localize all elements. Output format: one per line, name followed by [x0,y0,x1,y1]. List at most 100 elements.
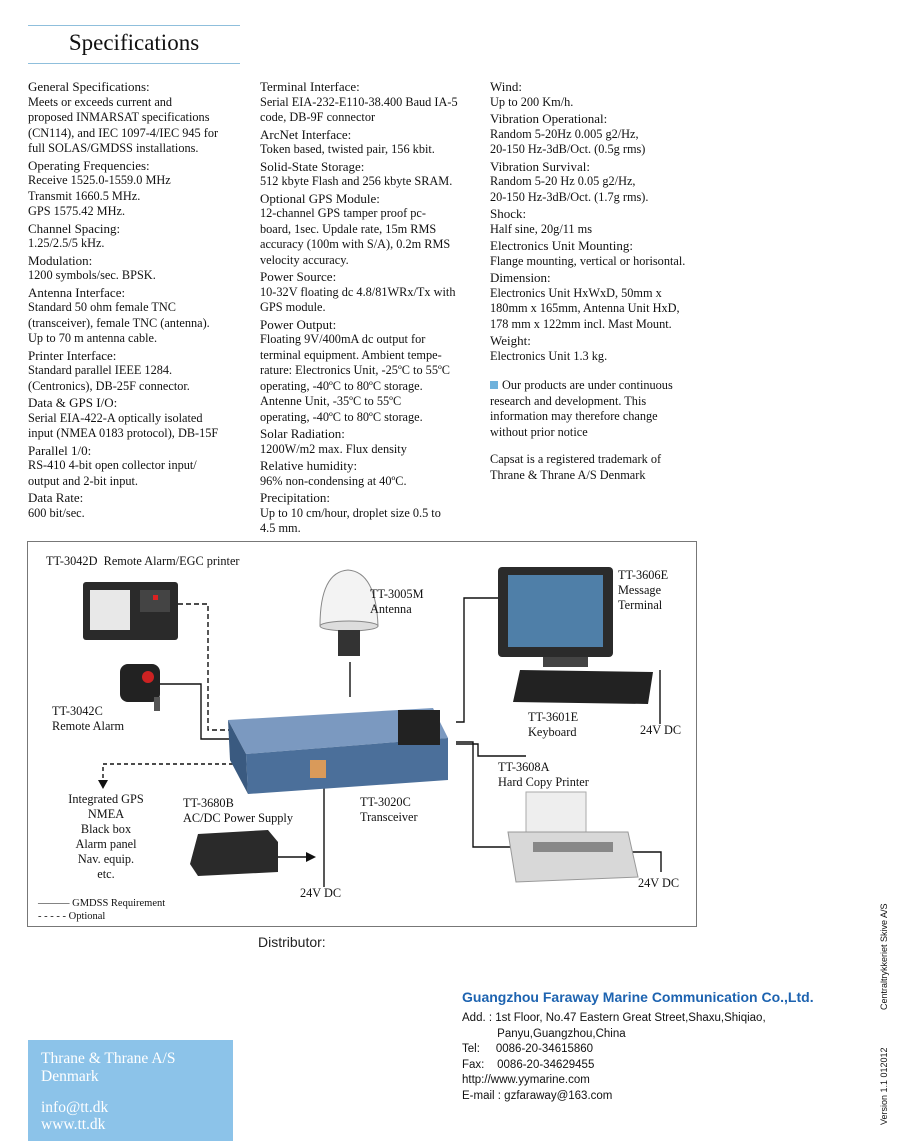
brand-name: Thrane & Thrane A/S [41,1050,176,1067]
spec-text: Serial EIA-232-E110-38.400 Baud IA-5 cod… [260,94,458,125]
system-diagram: TT-3042D Remote Alarm/EGC printer TT-300… [27,541,697,927]
spec-heading: Data Rate: [28,490,84,505]
label-printer: TT-3042D Remote Alarm/EGC printer [46,554,240,568]
legend-requirement: ——— GMDSS Requirement [38,898,166,909]
spec-heading: Solid-State Storage: [260,158,365,174]
spec-text: 1.25/2.5/5 kHz. [28,236,105,250]
power-supply-image [190,830,278,876]
spec-text: 10-32V floating dc 4.8/81WRx/Tx with GPS… [260,284,456,315]
spec-column-2: Terminal Interface:Serial EIA-232-E110-3… [260,78,485,537]
spec-heading: Printer Interface: [28,347,117,363]
spec-text: Electronics Unit 1.3 kg. [490,348,608,363]
address-line-2: Panyu,Guangzhou,China [462,1027,626,1040]
spec-text: RS-410 4-bit open collector input/ outpu… [28,458,197,488]
spec-heading: Shock: [490,206,527,221]
spec-heading: Dimension: [490,270,551,285]
label-dc-printer: 24V DC [638,876,680,890]
spec-text: Up to 10 cm/hour, droplet size 0.5 to 4.… [260,505,441,536]
label-remote-alarm: TT-3042C Remote Alarm [52,704,125,733]
hardcopy-power-cable [628,851,662,872]
spec-list: Wind:Up to 200 Km/h. Vibration Operationa… [490,79,715,364]
notice: Our products are under continuous resear… [490,378,715,440]
label-gps: Integrated GPS NMEA Black box Alarm pane… [68,792,144,881]
spec-heading: Data & GPS I/O: [28,395,118,410]
spec-heading: Precipitation: [260,490,331,505]
keyboard-image [513,670,653,704]
transceiver-image [228,708,448,794]
spec-text: 600 bit/sec. [28,505,85,520]
spec-heading: Parallel 1/0: [28,442,92,458]
spec-heading: Vibration Operational: [490,111,608,126]
spec-text: 1200W/m2 max. Flux density [260,441,407,456]
spec-text: Serial EIA-422-A optically isolated inpu… [28,410,219,441]
message-terminal-image [498,567,613,667]
spec-column-3: Wind:Up to 200 Km/h. Vibration Operationa… [490,78,715,483]
label-keyboard: TT-3601E Keyboard [528,710,579,739]
spec-column-1: General Specifications:Meets or exceeds … [28,78,253,521]
spec-heading: Vibration Survival: [490,158,590,174]
spec-text: Meets or exceeds current and proposed IN… [28,94,219,156]
tel-line: Tel: 0086-20-34615860 [462,1043,594,1056]
label-hard-copy-printer: TT-3608A Hard Copy Printer [498,760,589,789]
alarm-cable [158,683,233,740]
remote-alarm-image [120,664,160,711]
company-name: Guangzhou Faraway Marine Communication C… [462,989,814,1005]
spec-text: Flange mounting, vertical or horisontal. [490,253,686,268]
email-line[interactable]: E-mail : gzfaraway@163.com [462,1089,613,1102]
spec-text: Half sine, 20g/11 ms [490,221,593,236]
spec-heading: Modulation: [28,252,93,268]
spec-heading: Channel Spacing: [28,220,121,236]
hardcopy-cable [456,741,518,848]
spec-heading: Operating Frequencies: [28,157,150,173]
spec-heading: General Specifications: [28,79,150,94]
spec-text: Up to 200 Km/h. [490,94,574,109]
remote-alarm-printer-image [83,582,178,640]
fax-line: Fax: 0086-20-34629455 [462,1058,595,1071]
spec-text: 96% non-condensing at 40ºC. [260,473,407,488]
distributor-label: Distributor: [258,934,326,950]
spec-heading: Wind: [490,79,522,94]
spec-text: 1200 symbols/sec. BPSK. [28,268,156,282]
company-address: Add. : 1st Floor, No.47 Eastern Great St… [462,1011,766,1105]
spec-heading: Optional GPS Module: [260,190,380,206]
label-terminal: TT-3606E Message Terminal [618,568,669,612]
trademark-note: Capsat is a registered trademark of Thra… [490,452,662,482]
address-line-1: Add. : 1st Floor, No.47 Eastern Great St… [462,1012,766,1024]
spec-text: Floating 9V/400mA dc output for terminal… [260,332,450,424]
spec-heading: Power Output: [260,316,337,332]
label-transceiver: TT-3020C Transceiver [360,795,418,824]
diagram-graphics [83,567,662,887]
spec-text: Token based, twisted pair, 156 kbit. [260,142,435,156]
spec-heading: Electronics Unit Mounting: [490,238,633,253]
spec-heading: Relative humidity: [260,458,358,473]
printer-cable [178,603,233,731]
spec-heading: Power Source: [260,269,337,284]
label-antenna: TT-3005M Antenna [370,587,424,616]
hard-copy-printer-image [507,791,639,883]
page-title: Specifications [68,30,200,55]
spec-text: 12-channel GPS tamper proof pc- board, 1… [260,206,451,267]
square-bullet-icon [490,381,498,389]
spec-heading: Weight: [490,333,531,348]
title-rule-bottom [28,63,240,64]
label-power-supply: TT-3680B AC/DC Power Supply [183,796,293,825]
brand-box: Thrane & Thrane A/S Denmark info@tt.dk w… [28,1040,233,1141]
notice-text: Our products are under continuous resear… [490,378,673,439]
spec-heading: Antenna Interface: [28,284,126,300]
label-dc-terminal: 24V DC [640,723,682,737]
spec-text: 512 kbyte Flash and 256 kbyte SRAM. [260,174,453,188]
version-code: Version 1.1 012012 [879,1047,889,1125]
title-rule-top [28,25,240,26]
spec-heading: ArcNet Interface: [260,126,352,142]
label-dc-power: 24V DC [300,886,342,900]
spec-text: Standard 50 ohm female TNC (transceiver)… [28,300,210,345]
brand-email[interactable]: info@tt.dk [41,1099,109,1116]
legend-optional: - - - - - Optional [38,911,106,922]
web-line[interactable]: http://www.yymarine.com [462,1074,590,1087]
spec-text: Electronics Unit HxWxD, 50mm x 180mm x 1… [490,285,680,331]
printer-data-cable [456,743,526,757]
spec-text: Standard parallel IEEE 1284. (Centronics… [28,363,190,393]
spec-text: Receive 1525.0-1559.0 MHz Transmit 1660.… [28,173,171,218]
brand-web[interactable]: www.tt.dk [41,1116,106,1133]
printer-credit: Centraltrykkeriet Skive A/S [879,903,889,1010]
